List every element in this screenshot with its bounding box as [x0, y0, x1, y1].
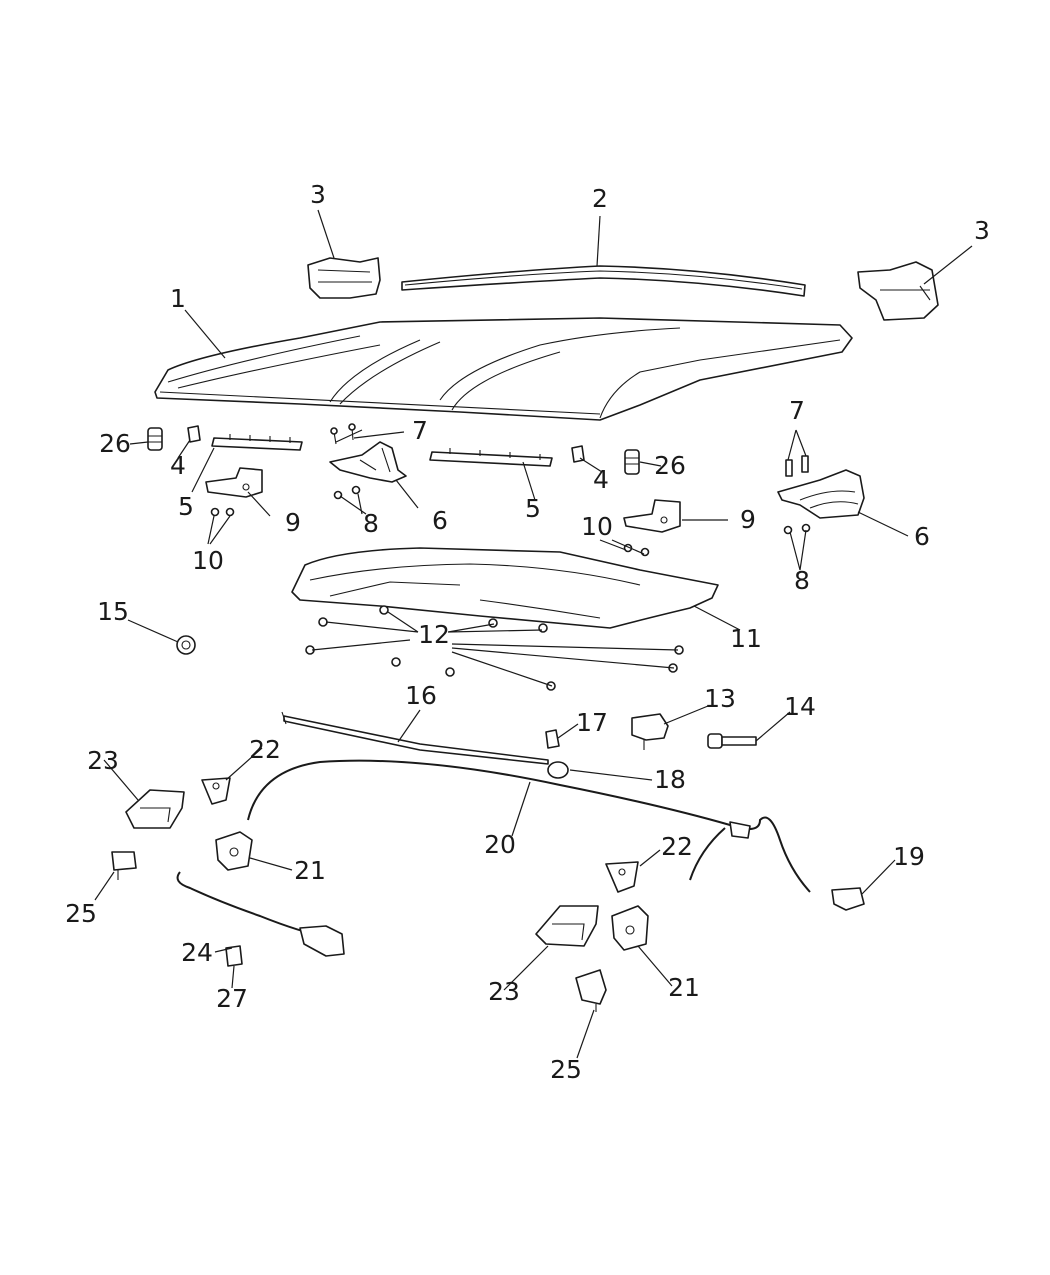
callout-8-right: 8: [794, 566, 810, 595]
latch-left: [215, 831, 253, 871]
nuts-left-10: [210, 507, 235, 517]
callout-22-left: 22: [249, 735, 281, 764]
release-handle: [831, 887, 865, 911]
prop-rod: [281, 711, 549, 765]
nuts-center: [333, 485, 361, 500]
callout-14: 14: [784, 692, 816, 721]
callout-7-right: 7: [789, 396, 805, 425]
hood-bracket-left: [307, 257, 381, 299]
callout-labels: 1 2 3 3 4 4 5 5 6 6 7 7 8 8 9 9 10 10 11…: [65, 180, 990, 1084]
wiring-harness: [176, 871, 345, 957]
bolts-top-right: [785, 455, 809, 477]
callout-5-right: 5: [525, 494, 541, 523]
leader-lines: [94, 209, 973, 1059]
hinge-right: [777, 469, 865, 519]
callout-3-right: 3: [974, 216, 990, 245]
callout-3-left: 3: [310, 180, 326, 209]
callout-17: 17: [576, 708, 608, 737]
callout-23-right: 23: [488, 977, 520, 1006]
latch-right: [611, 905, 649, 951]
bolts-top-center: [330, 423, 356, 445]
latch-pin-right: [605, 861, 639, 893]
clip-left: [187, 425, 201, 443]
strip-left: [211, 434, 303, 451]
callout-4-left: 4: [170, 451, 186, 480]
sensor-right: [575, 969, 607, 1012]
callout-13: 13: [704, 684, 736, 713]
latch-pin-left: [201, 777, 231, 805]
hood-panel: [154, 317, 853, 421]
callout-26-right: 26: [654, 451, 686, 480]
callout-4-right: 4: [593, 465, 609, 494]
strip-right: [429, 448, 553, 467]
callout-22-right: 22: [661, 832, 693, 861]
release-cable: [247, 759, 811, 893]
callout-26-left: 26: [99, 429, 131, 458]
latch-bracket-left: [205, 467, 263, 498]
insulator-pad: [291, 547, 719, 629]
callout-6-right: 6: [914, 522, 930, 551]
bumper-left: [147, 427, 163, 451]
harness-clip: [225, 945, 243, 967]
bumper-right: [624, 449, 640, 475]
callout-15: 15: [97, 597, 129, 626]
callout-24: 24: [181, 938, 213, 967]
hood-bracket-right: [857, 261, 939, 321]
hinge-left: [329, 441, 407, 483]
callout-10-left: 10: [192, 546, 224, 575]
callout-9-right: 9: [740, 505, 756, 534]
grommet: [176, 635, 196, 655]
latch-housing-right: [535, 905, 599, 947]
callout-1: 1: [170, 284, 186, 313]
callout-7-center: 7: [412, 416, 428, 445]
callout-20: 20: [484, 830, 516, 859]
callout-16: 16: [405, 681, 437, 710]
callout-27: 27: [216, 984, 248, 1013]
callout-23-left: 23: [87, 746, 119, 775]
callout-11: 11: [730, 624, 762, 653]
nuts-right-10: [623, 543, 650, 557]
callout-19: 19: [893, 842, 925, 871]
callout-2: 2: [592, 184, 608, 213]
callout-25-left: 25: [65, 899, 97, 928]
callout-18: 18: [654, 765, 686, 794]
hood-seal: [401, 265, 806, 297]
sensor-left: [111, 851, 137, 880]
callout-6-left: 6: [432, 506, 448, 535]
stud: [707, 733, 757, 749]
callout-5-left: 5: [178, 492, 194, 521]
callout-25-right: 25: [550, 1055, 582, 1084]
callout-8-center: 8: [363, 509, 379, 538]
callout-21-left: 21: [294, 856, 326, 885]
callout-10-right: 10: [581, 512, 613, 541]
prop-rod-grommet: [547, 761, 569, 779]
callout-12: 12: [418, 620, 450, 649]
latch-housing-left: [125, 789, 185, 829]
prop-rod-clip: [545, 729, 560, 749]
callout-9-left: 9: [285, 508, 301, 537]
striker: [631, 713, 669, 750]
latch-bracket-right: [623, 499, 681, 533]
callout-21-right: 21: [668, 973, 700, 1002]
